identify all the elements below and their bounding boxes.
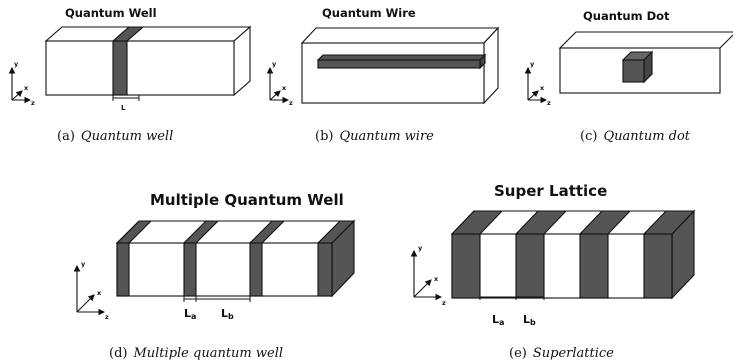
superlattice-box xyxy=(450,209,696,300)
axis-y-label: y xyxy=(272,60,277,68)
mqw-well-layer xyxy=(317,242,333,297)
quantum-well-layer xyxy=(112,40,128,96)
panel-quantum-dot: Quantum Dot y z x (c)Quantum dot xyxy=(524,9,733,144)
dimension-label-la: La xyxy=(492,313,504,327)
dimension-label-l: L xyxy=(121,104,126,112)
caption-e: (e)Superlattice xyxy=(509,346,614,361)
superlattice-well-layer xyxy=(643,233,673,299)
axis-y-label: y xyxy=(530,60,535,68)
axes-icon xyxy=(410,249,443,301)
axis-z-label: z xyxy=(547,99,551,107)
mqw-well-layer xyxy=(183,242,197,297)
superlattice-well-layer xyxy=(451,233,481,299)
axis-z-label: z xyxy=(289,99,293,107)
axis-x-label: x xyxy=(282,84,287,92)
caption-b: (b)Quantum wire xyxy=(315,129,434,144)
axes-icon xyxy=(8,66,32,104)
quantum-wire-box xyxy=(300,26,500,105)
mqw-title: Multiple Quantum Well xyxy=(150,191,344,209)
axes-icon xyxy=(73,264,106,316)
axis-x-label: x xyxy=(434,275,439,283)
dimension-label-lb: Lb xyxy=(221,307,234,321)
dimension-label-lb: Lb xyxy=(523,313,536,327)
panel-multiple-quantum-well: Multiple Quantum Well La Lb y xyxy=(73,191,356,361)
panel-super-lattice: Super Lattice La Lb y z xyxy=(410,182,696,361)
axis-x-label: x xyxy=(24,84,29,92)
quantum-well-box xyxy=(44,25,252,97)
axes-icon xyxy=(266,66,290,104)
mqw-dimension xyxy=(183,296,251,302)
panel-quantum-well: Quantum Well L y z x (a)Quantum well xyxy=(8,6,252,144)
superlattice-title: Super Lattice xyxy=(494,182,607,200)
caption-d: (d)Multiple quantum well xyxy=(109,346,283,361)
quantum-well-dimension xyxy=(112,95,140,101)
axis-z-label: z xyxy=(31,99,35,107)
quantum-wire-rod xyxy=(316,53,487,70)
superlattice-dimension xyxy=(479,294,545,300)
axis-z-label: z xyxy=(105,313,109,321)
quantum-dot-cube xyxy=(621,50,654,84)
axis-x-label: x xyxy=(540,84,545,92)
mqw-box xyxy=(115,219,356,298)
quantum-dot-title: Quantum Dot xyxy=(583,9,670,23)
panel-quantum-wire: Quantum Wire y z x (b)Quantum wire xyxy=(266,6,500,144)
superlattice-well-layer xyxy=(579,233,609,299)
mqw-well-layer xyxy=(116,242,130,297)
quantum-well-title: Quantum Well xyxy=(65,6,157,20)
caption-c: (c)Quantum dot xyxy=(580,129,691,144)
axis-y-label: y xyxy=(418,244,423,252)
quantum-dot-box xyxy=(558,31,733,94)
axis-y-label: y xyxy=(81,260,86,268)
dimension-label-la: La xyxy=(184,307,196,321)
superlattice-well-layer xyxy=(515,233,545,299)
axes-icon xyxy=(524,66,548,104)
axis-z-label: z xyxy=(442,299,446,307)
mqw-well-layer xyxy=(249,242,263,297)
axis-x-label: x xyxy=(97,289,102,297)
quantum-wire-title: Quantum Wire xyxy=(322,6,416,20)
axis-y-label: y xyxy=(14,60,19,68)
caption-a: (a)Quantum well xyxy=(57,129,173,144)
